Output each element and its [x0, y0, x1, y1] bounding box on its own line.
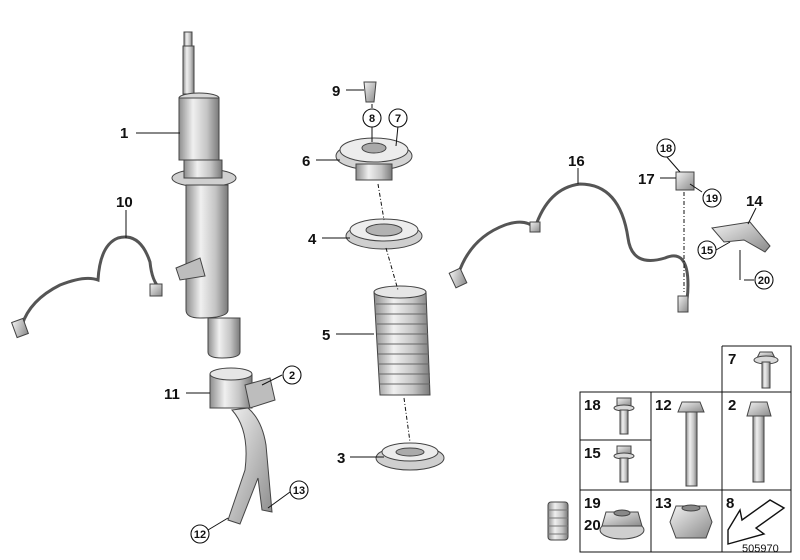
callout-18-text: 18	[660, 143, 672, 155]
callout-12: 12	[190, 524, 210, 544]
table-label-20: 20	[584, 517, 601, 534]
bolt-18-icon	[613, 397, 635, 435]
label-14: 14	[746, 193, 763, 210]
callout-19: 19	[702, 188, 722, 208]
sensor-plug-right	[448, 267, 468, 289]
callout-18: 18	[656, 138, 676, 158]
table-label-8: 8	[726, 495, 734, 512]
bump-stop-part	[363, 81, 377, 103]
callout-7-text: 7	[395, 113, 401, 125]
label-4: 4	[308, 231, 317, 248]
label-9: 9	[332, 83, 340, 100]
callout-15-text: 15	[701, 245, 713, 257]
label-6: 6	[302, 153, 310, 170]
callout-7: 7	[388, 108, 408, 128]
table-label-12: 12	[655, 397, 672, 414]
dust-boot-part	[373, 285, 431, 396]
callout-12-text: 12	[194, 529, 206, 541]
callout-15: 15	[697, 240, 717, 260]
sensor-plug-right-end	[677, 295, 689, 313]
label-17: 17	[638, 171, 655, 188]
callout-13-text: 13	[293, 485, 305, 497]
callout-2-text: 2	[289, 370, 295, 382]
label-16: 16	[568, 153, 585, 170]
thread-insert-icon	[547, 501, 569, 541]
table-label-2: 2	[728, 397, 736, 414]
table-label-15: 15	[584, 445, 601, 462]
sensor-cable-left	[20, 235, 161, 326]
sensor-clip-right	[529, 221, 541, 233]
bolt-7-icon	[753, 351, 779, 389]
label-11: 11	[164, 386, 180, 403]
table-label-7: 7	[728, 351, 736, 368]
label-1: 1	[120, 125, 128, 142]
label-5: 5	[322, 327, 330, 344]
bearing-part	[345, 218, 423, 250]
lower-seat-part	[375, 442, 445, 471]
callout-20-text: 20	[758, 275, 770, 287]
flange-nut-icon	[599, 509, 645, 540]
callout-19-text: 19	[706, 193, 718, 205]
table-label-19: 19	[584, 495, 601, 512]
strut-assembly	[171, 31, 241, 359]
bolt-15-icon	[613, 445, 635, 483]
callout-13: 13	[289, 480, 309, 500]
table-label-18: 18	[584, 397, 601, 414]
fork-part	[209, 367, 276, 525]
label-10: 10	[116, 194, 133, 211]
hardware-table: 7 18 12 2 15 19 20 13 8	[547, 345, 792, 553]
callout-2: 2	[282, 365, 302, 385]
bolt-12-icon	[677, 401, 705, 487]
label-3: 3	[337, 450, 345, 467]
table-label-13: 13	[655, 495, 672, 512]
diagram-number: 505970	[742, 543, 779, 555]
bolt-2-icon	[746, 401, 772, 483]
hex-nut-icon	[669, 504, 713, 539]
callout-20: 20	[754, 270, 774, 290]
bracket-part	[711, 221, 771, 253]
top-mount-part	[335, 137, 413, 181]
sensor-cable-right	[456, 182, 690, 313]
sensor-clip-left	[149, 283, 163, 297]
sensor-head-part	[675, 171, 695, 191]
direction-arrow-icon	[727, 499, 786, 545]
callout-8-text: 8	[369, 113, 375, 125]
callout-8: 8	[362, 108, 382, 128]
sensor-plug-left	[10, 317, 30, 339]
